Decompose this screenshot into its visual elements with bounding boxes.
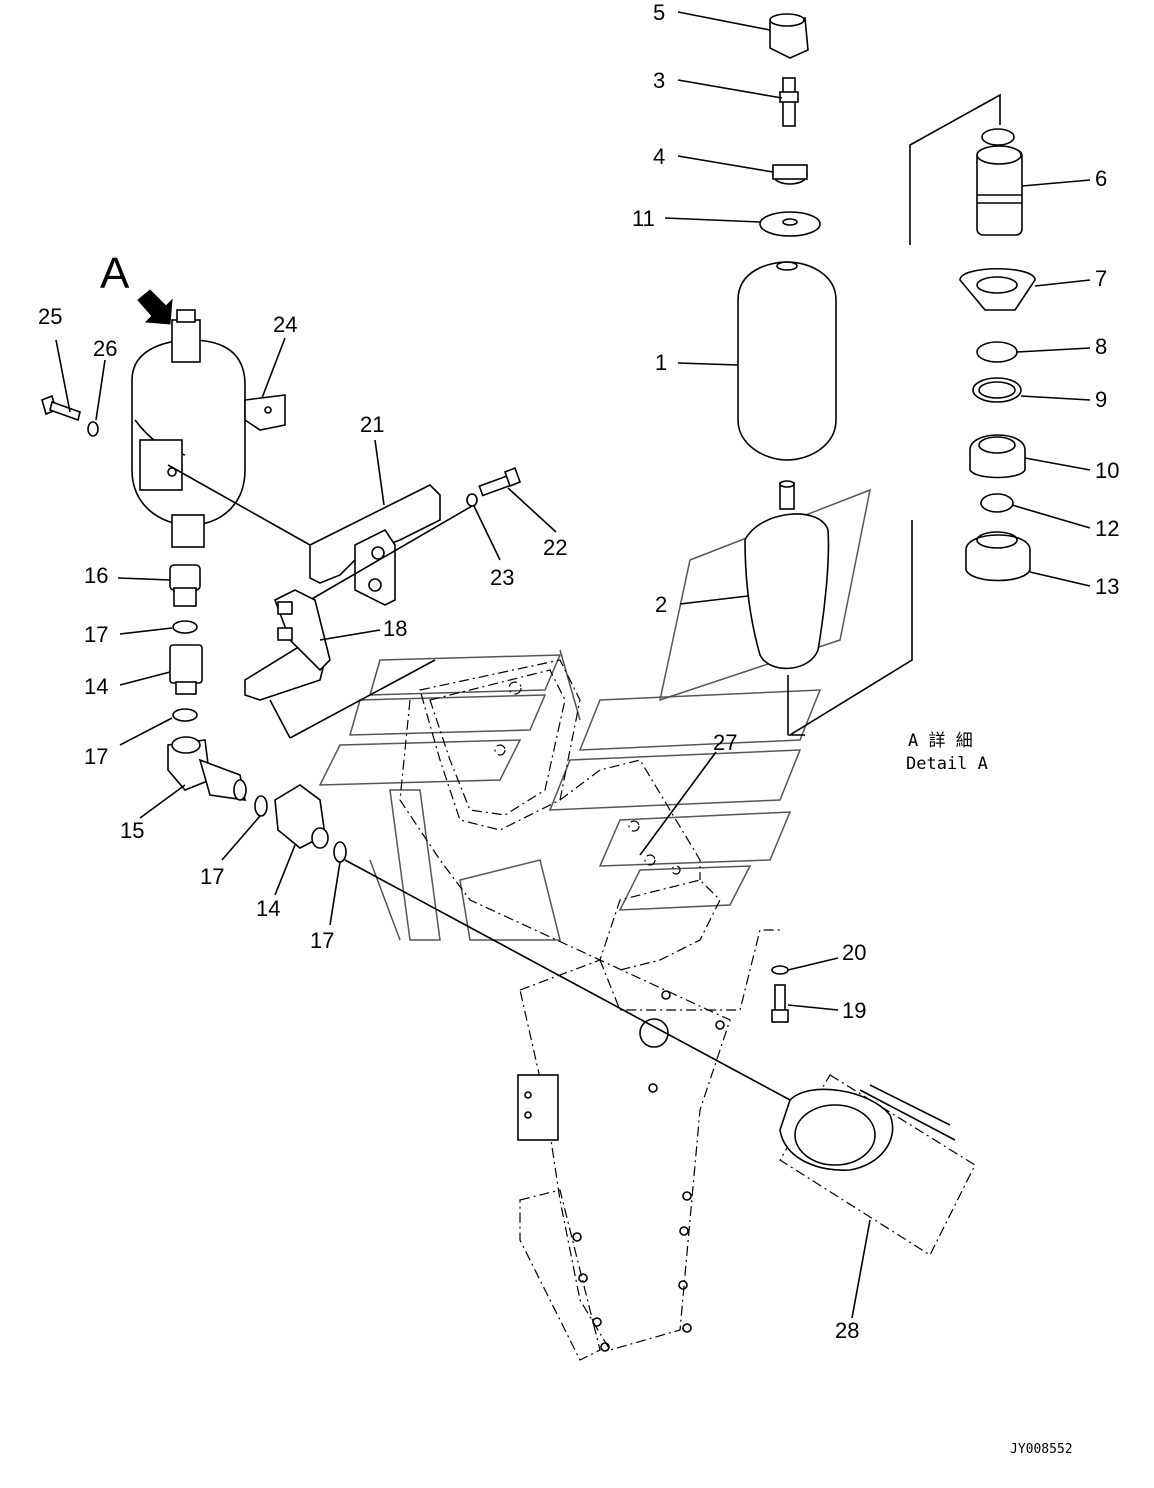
callout-8: 8 [1095, 334, 1107, 359]
callout-4: 4 [653, 144, 665, 169]
callout-21: 21 [360, 412, 384, 437]
bracket-18 [244, 589, 436, 739]
callout-17b: 17 [84, 744, 108, 769]
accumulator-assembly [131, 289, 311, 548]
callout-27: 27 [713, 730, 737, 755]
callout-22: 22 [543, 535, 567, 560]
callout-16: 16 [84, 563, 108, 588]
callout-6: 6 [1095, 166, 1107, 191]
callout-24: 24 [273, 312, 297, 337]
callout-7: 7 [1095, 266, 1107, 291]
view-marker-a: A [100, 249, 130, 298]
callout-3: 3 [653, 68, 665, 93]
callout-18: 18 [383, 616, 407, 641]
callout-13: 13 [1095, 574, 1119, 599]
callout-17c: 17 [200, 864, 224, 889]
watermark-logo [318, 488, 872, 941]
fittings-stack [167, 564, 791, 1101]
callout-9: 9 [1095, 387, 1107, 412]
callout-14b: 14 [256, 896, 280, 921]
bracket-21 [309, 466, 522, 606]
bracket-plate-28 [517, 959, 976, 1361]
callout-15: 15 [120, 818, 144, 843]
callout-20: 20 [842, 940, 866, 965]
leader-lines [55, 11, 1091, 1319]
bladder-parts [737, 13, 837, 735]
callout-28: 28 [835, 1318, 859, 1343]
callout-5: 5 [653, 0, 665, 25]
detail-label-jp: A 詳 細 [908, 731, 973, 751]
callout-11: 11 [632, 206, 655, 231]
callout-14a: 14 [84, 674, 108, 699]
callout-17a: 17 [84, 622, 108, 647]
frame-27 [399, 659, 780, 1011]
callout-12: 12 [1095, 516, 1119, 541]
callout-19: 19 [842, 998, 866, 1023]
callout-1: 1 [655, 350, 667, 375]
callout-10: 10 [1095, 458, 1119, 483]
detail-label-en: Detail A [906, 754, 988, 774]
callout-23: 23 [490, 565, 514, 590]
drawing-code: JY008552 [1010, 1442, 1073, 1457]
bolt-25-washer-26 [41, 394, 99, 437]
callout-25: 25 [38, 304, 62, 329]
bolt-19-washer-20 [771, 965, 789, 1023]
callout-26: 26 [93, 336, 117, 361]
callout-2: 2 [655, 592, 667, 617]
detail-a-parts [787, 93, 1036, 736]
callout-17d: 17 [310, 928, 334, 953]
